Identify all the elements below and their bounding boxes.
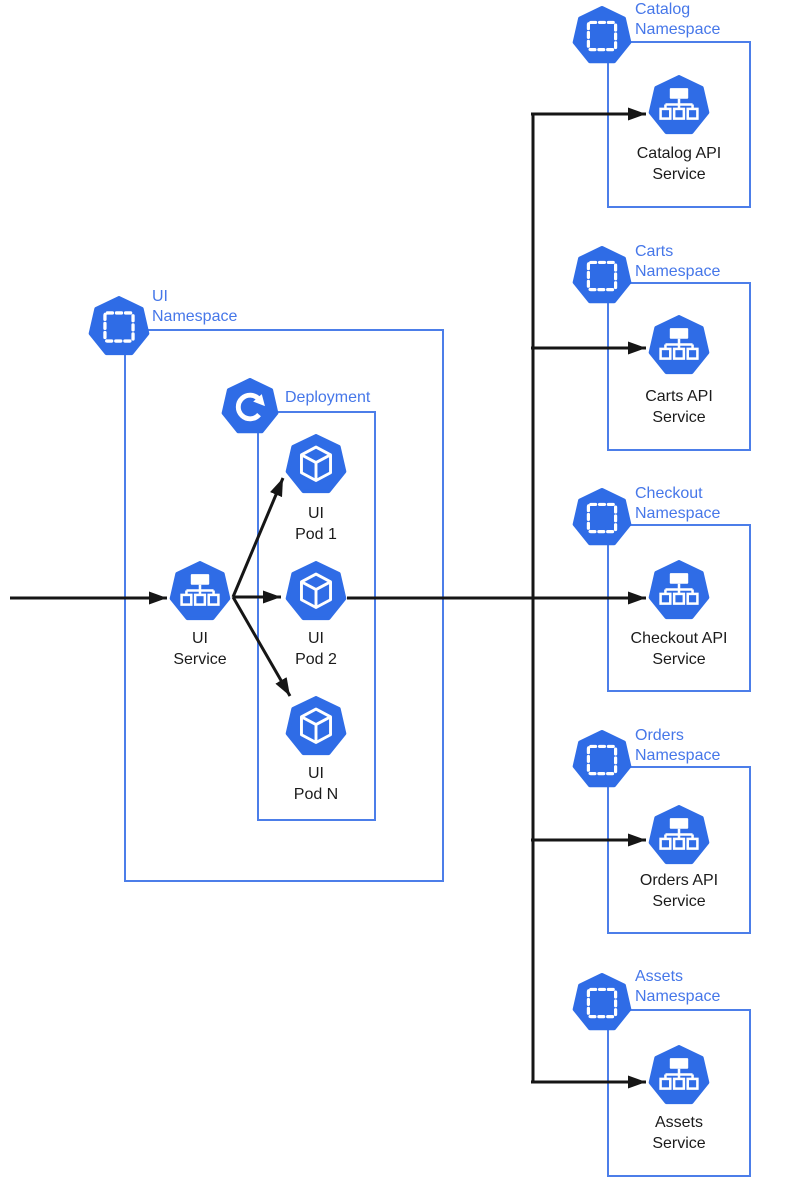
catalog-service-icon (648, 75, 710, 135)
resource-icons (88, 6, 710, 1105)
ui-pod2-icon (285, 561, 347, 621)
deployment-icon (223, 380, 276, 432)
ui-namespace-box (124, 329, 444, 882)
ui-podn-icon (285, 696, 347, 756)
boundary-boxes (124, 41, 751, 1177)
assets-namespace-box (607, 1009, 751, 1177)
carts-service-icon (648, 315, 710, 375)
checkout-namespace-icon (572, 488, 632, 546)
ui-pod1-icon (285, 434, 347, 494)
checkout-namespace-box (607, 524, 751, 692)
orders-service-icon (648, 805, 710, 865)
ui-service-icon (169, 561, 231, 621)
orders-namespace-icon (572, 730, 632, 788)
connector-arrows (10, 107, 646, 1089)
assets-service-icon (648, 1045, 710, 1105)
orders-namespace-box (607, 766, 751, 934)
ui-namespace-icon (88, 296, 150, 356)
deployment-box (257, 411, 376, 821)
assets-namespace-icon (572, 973, 632, 1031)
carts-namespace-box (607, 282, 751, 451)
checkout-service-icon (648, 560, 710, 620)
ui-service-to-podn-arrow (231, 596, 292, 697)
catalog-namespace-box (607, 41, 751, 208)
catalog-namespace-icon (572, 6, 632, 64)
ui-service-to-pod1-arrow (231, 477, 285, 598)
carts-namespace-icon (572, 246, 632, 304)
